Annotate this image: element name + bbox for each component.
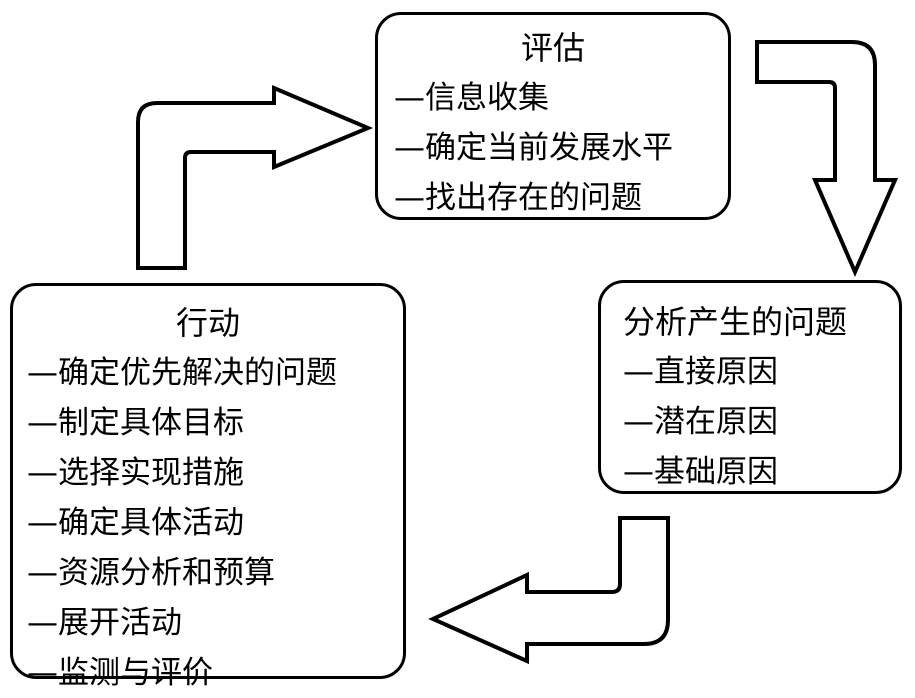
analyze-item: —基础原因 bbox=[623, 454, 778, 490]
assess-list: —信息收集 —确定当前发展水平 —找出存在的问题 bbox=[394, 73, 728, 223]
analyze-box: 分析产生的问题 —直接原因 —潜在原因 —基础原因 bbox=[598, 280, 902, 494]
action-item: —展开活动 bbox=[27, 605, 182, 641]
action-item: —制定具体目标 bbox=[27, 405, 244, 441]
analyze-item: —潜在原因 bbox=[623, 404, 778, 440]
action-item: —确定优先解决的问题 bbox=[27, 355, 337, 391]
action-item: —资源分析和预算 bbox=[27, 555, 275, 591]
arrow-analyze-to-action bbox=[428, 516, 670, 665]
assess-item: —确定当前发展水平 bbox=[394, 130, 673, 166]
action-title: 行动 bbox=[175, 304, 240, 342]
assess-box: 评估 —信息收集 —确定当前发展水平 —找出存在的问题 bbox=[375, 12, 731, 220]
assess-item: —找出存在的问题 bbox=[394, 180, 642, 216]
assess-title: 评估 bbox=[520, 29, 585, 67]
action-item: —确定具体活动 bbox=[27, 505, 244, 541]
assess-item: —信息收集 bbox=[394, 80, 549, 116]
action-item: —选择实现措施 bbox=[27, 455, 244, 491]
analyze-item: —直接原因 bbox=[623, 354, 778, 390]
analyze-list: —直接原因 —潜在原因 —基础原因 bbox=[623, 347, 899, 497]
action-box: 行动 —确定优先解决的问题 —制定具体目标 —选择实现措施 —确定具体活动 —资… bbox=[10, 283, 406, 691]
analyze-title: 分析产生的问题 bbox=[623, 303, 848, 341]
action-item: —监测与评价 bbox=[27, 655, 213, 691]
arrow-assess-to-analyze bbox=[755, 40, 899, 278]
action-list: —确定优先解决的问题 —制定具体目标 —选择实现措施 —确定具体活动 —资源分析… bbox=[27, 348, 403, 698]
arrow-action-to-assess bbox=[136, 84, 374, 270]
